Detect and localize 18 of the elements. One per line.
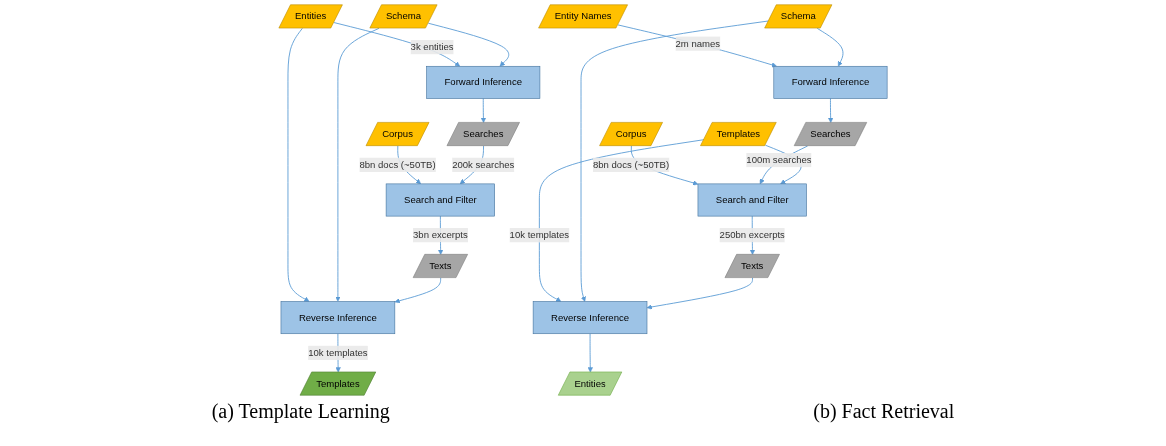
node-box: Search and Filter	[697, 183, 807, 217]
edge-label: 3bn excerpts	[413, 229, 468, 240]
edge-label: 8bn docs (~50TB)	[359, 159, 436, 170]
edge-label: 100m searches	[746, 154, 812, 165]
edge-label: 2m names	[675, 38, 721, 49]
edge-label: 250bn excerpts	[719, 229, 785, 240]
panel-caption: (a) Template Learning	[211, 400, 390, 423]
edge-label: 8bn docs (~50TB)	[592, 159, 670, 170]
node-box: Forward Inference	[773, 65, 888, 99]
node-box: Forward Inference	[426, 65, 541, 99]
edge-label: 200k searches	[452, 159, 515, 170]
edge-label: 3k entities	[410, 41, 454, 52]
node-box: Reverse Inference	[532, 301, 648, 335]
node-box: Reverse Inference	[280, 301, 396, 335]
edge-label: 10k templates	[308, 347, 368, 358]
edge-label: 10k templates	[509, 229, 570, 240]
node-box: Search and Filter	[385, 183, 495, 217]
panel-caption: (b) Fact Retrieval	[813, 400, 955, 423]
